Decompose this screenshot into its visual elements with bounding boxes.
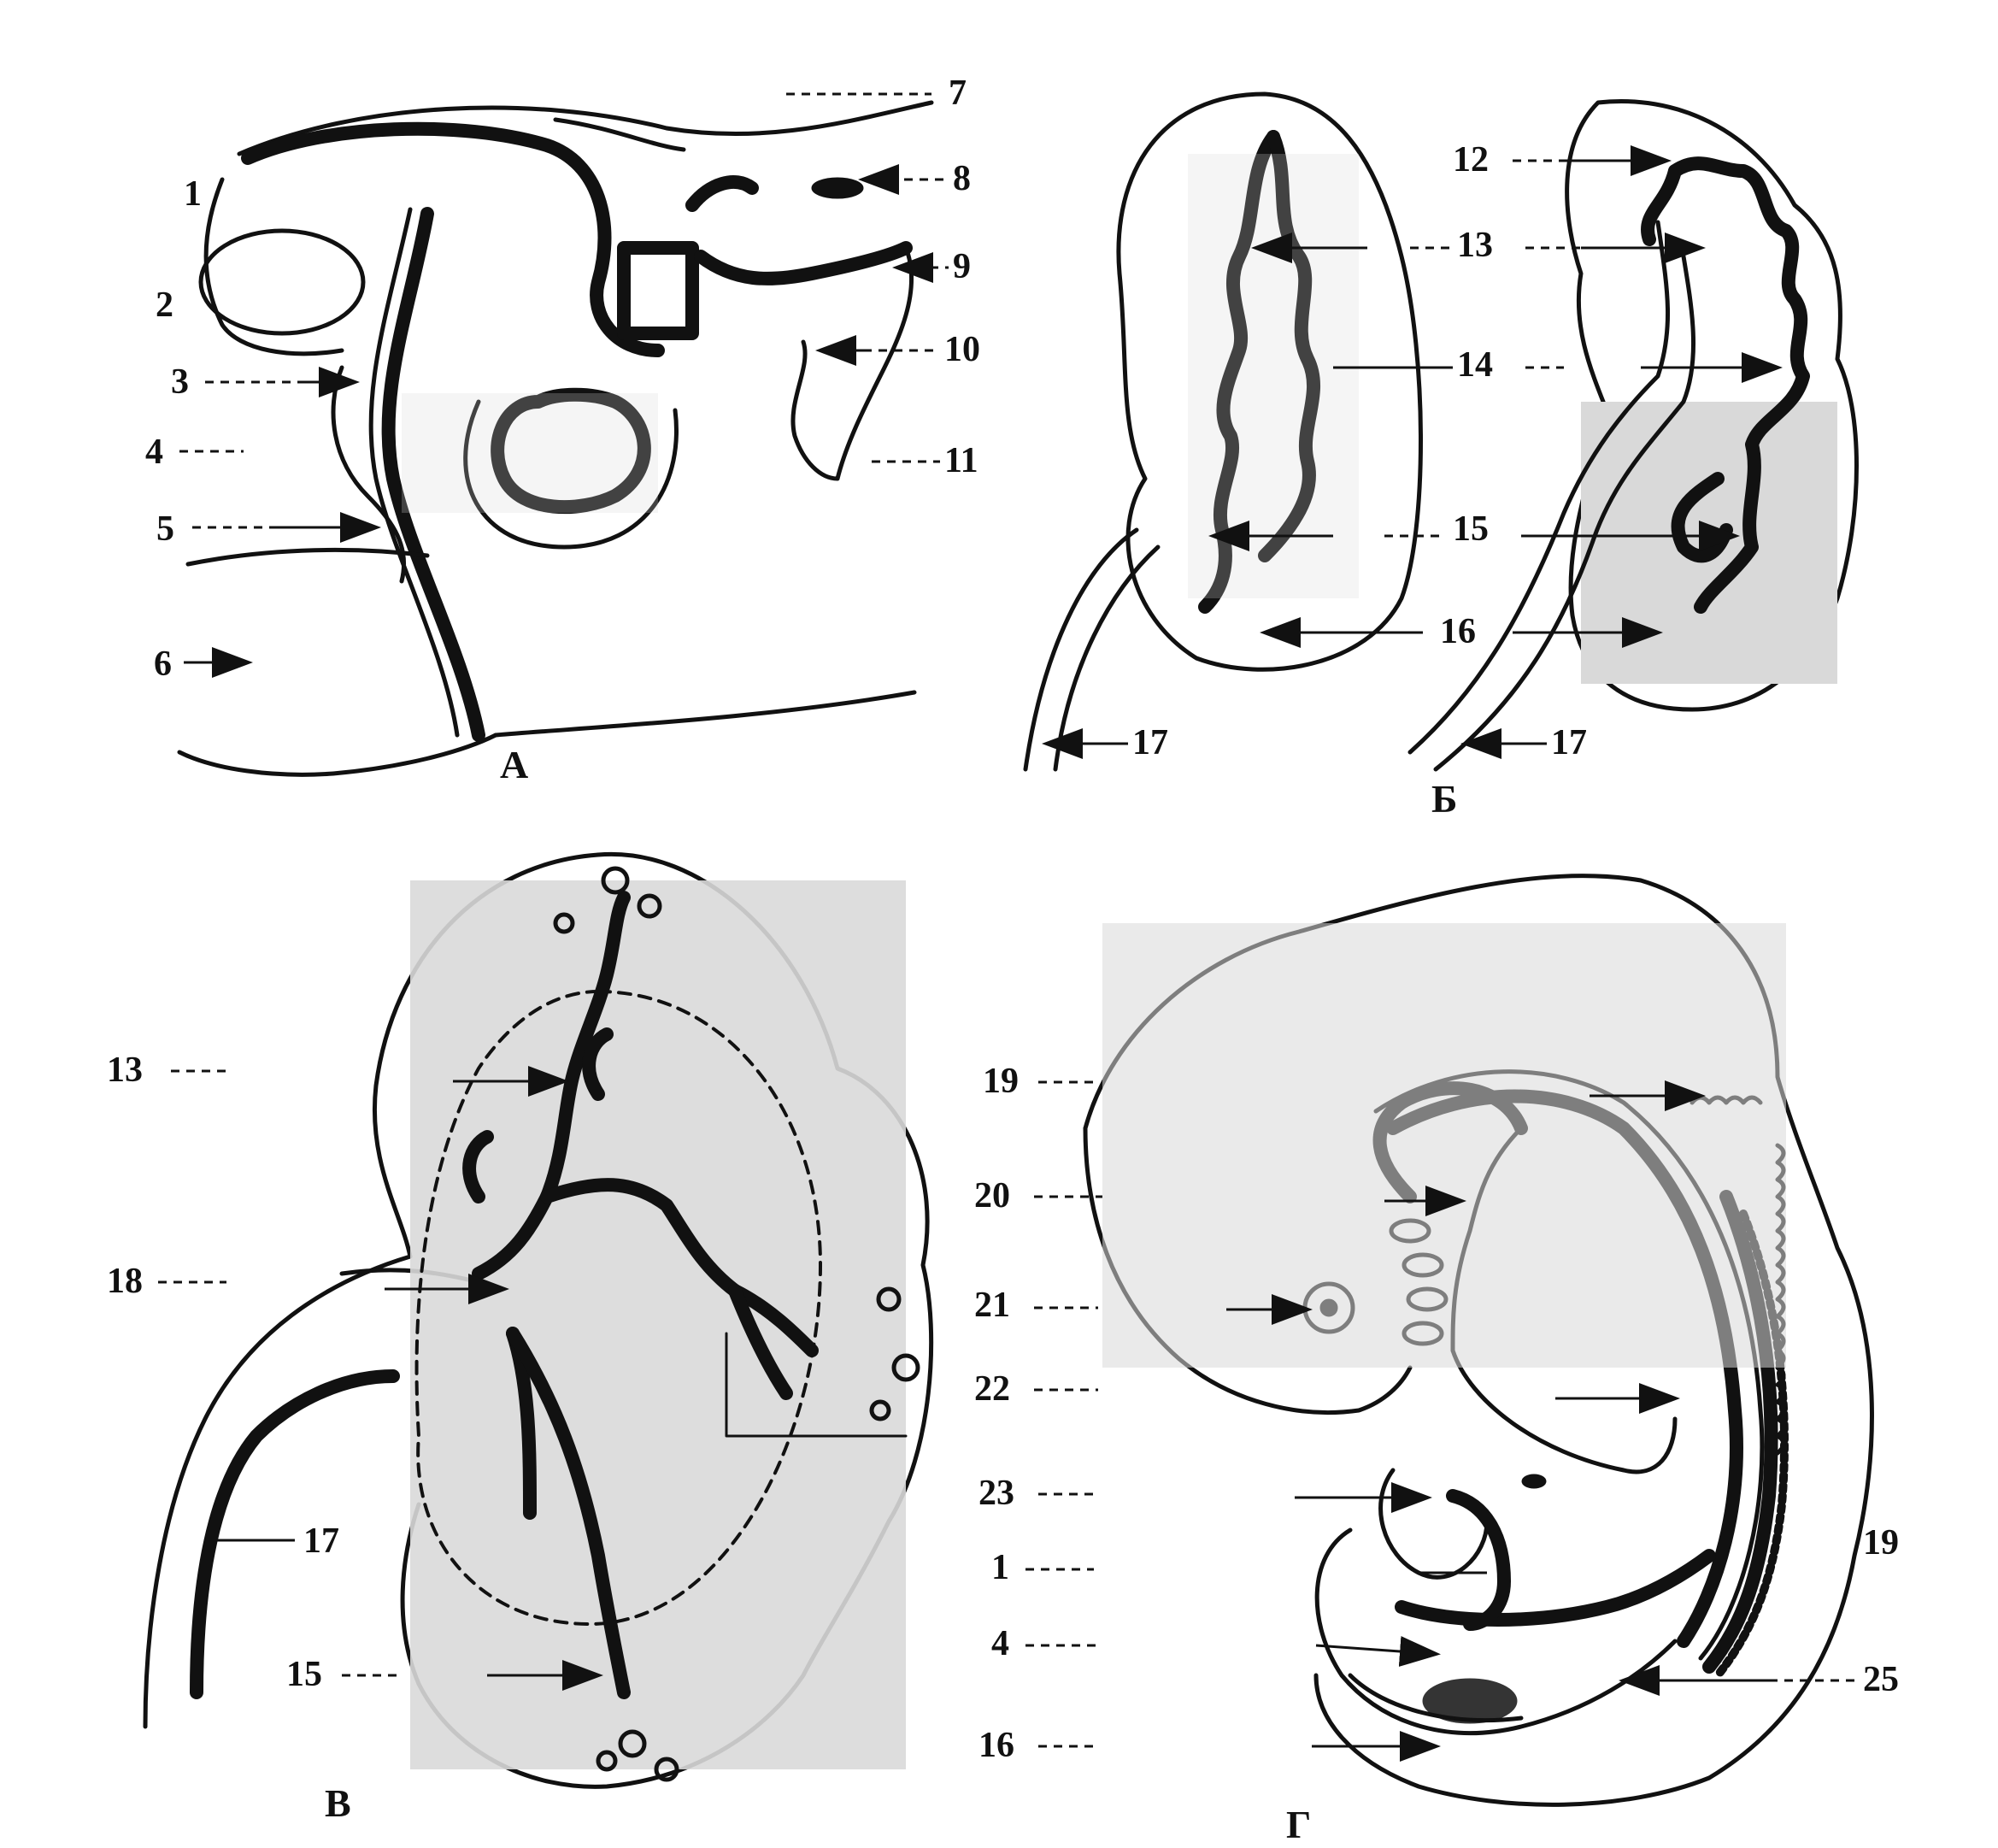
label-a-5: 5 [156,509,174,549]
label-v-18: 18 [107,1262,143,1301]
label-g-1: 1 [991,1548,1009,1587]
panel-b-labels: 12 13 14 15 16 17 17 Б [1042,140,1783,821]
label-g-21: 21 [974,1286,1010,1325]
label-b-14: 14 [1457,345,1493,385]
panel-b-letter: Б [1431,777,1457,821]
label-a-1: 1 [184,174,202,214]
label-a-11: 11 [944,441,978,480]
label-g-4: 4 [991,1624,1009,1663]
label-b-16: 16 [1440,612,1476,651]
panel-g-drawing [1083,874,1874,1807]
label-a-8: 8 [953,159,971,198]
panel-g-labels: 19 20 21 22 23 1 4 16 19 25 Г [974,1062,1899,1846]
label-a-9: 9 [953,247,971,286]
label-g-20: 20 [974,1176,1010,1215]
label-b-13: 13 [1457,226,1493,265]
label-g-22: 22 [974,1369,1010,1409]
label-a-3: 3 [171,362,189,402]
panel-g-letter: Г [1286,1803,1311,1846]
panel-v-labels: 13 18 17 15 В [107,1051,603,1825]
label-g-25: 25 [1863,1660,1899,1699]
panel-v-drawing [143,851,934,1789]
panel-b-drawing [1023,91,1859,772]
panel-v-letter: В [325,1781,351,1825]
label-b-17-right: 17 [1551,723,1587,762]
label-b-17-left: 17 [1132,723,1168,762]
label-a-6: 6 [154,644,172,684]
label-a-10: 10 [944,330,980,369]
label-g-23: 23 [978,1474,1014,1513]
panel-a-letter: А [500,743,528,786]
label-g-16: 16 [978,1726,1014,1765]
panel-a-drawing [177,100,934,777]
label-b-15: 15 [1453,509,1489,549]
label-a-7: 7 [949,74,967,113]
label-g-19-right: 19 [1863,1523,1899,1563]
label-v-13: 13 [107,1051,143,1090]
label-v-15: 15 [286,1655,322,1694]
panel-a-labels: 1 2 3 4 5 6 7 8 9 10 11 А [145,74,980,786]
label-a-2: 2 [156,285,173,325]
label-v-17: 17 [303,1521,339,1561]
label-g-19-top: 19 [983,1062,1019,1101]
label-b-12: 12 [1453,140,1489,180]
label-a-4: 4 [145,433,163,472]
